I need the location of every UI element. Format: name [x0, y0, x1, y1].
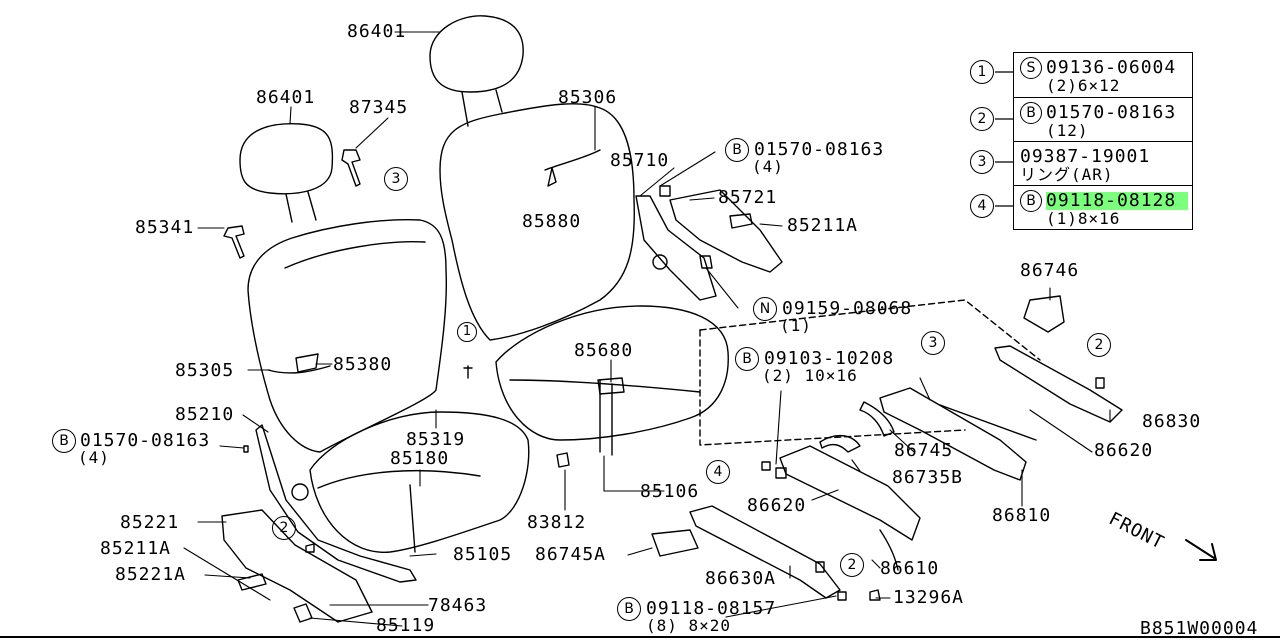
callout-prefix-circle: B — [52, 429, 76, 453]
part-85221: 85221 — [120, 512, 180, 533]
right-seat-back-drawing — [439, 103, 635, 341]
part-85210: 85210 — [175, 404, 235, 425]
part-86746: 86746 — [1020, 260, 1080, 281]
rail-subassembly-drawing — [699, 295, 1123, 481]
part-86745: 86745 — [894, 440, 954, 461]
right-recliner-cover-drawing — [635, 189, 783, 301]
legend-spec: (12) — [1046, 121, 1089, 140]
part-87345: 87345 — [349, 97, 409, 118]
part-85105: 85105 — [453, 544, 513, 565]
fastener-legend: S 09136-06004 (2)6×12 B 01570-08163 (12)… — [1013, 52, 1193, 230]
part-86810: 86810 — [992, 505, 1052, 526]
part-85306: 85306 — [558, 87, 618, 108]
callout-spec: (8) 8×20 — [646, 616, 732, 635]
front-arrow-drawing — [1185, 539, 1217, 561]
callout-part: 01570-08163 — [80, 430, 211, 451]
legend-row-2: B 01570-08163 (12) — [1014, 97, 1192, 142]
left-headrest-drawing — [239, 123, 334, 223]
right-seat-cushion-drawing — [495, 305, 729, 456]
legend-part: 01570-08163 — [1046, 102, 1177, 123]
callout-spec: (2) 10×16 — [762, 366, 858, 385]
part-85680: 85680 — [574, 340, 634, 361]
legend-number-2: 2 — [970, 107, 994, 131]
part-85721: 85721 — [718, 187, 778, 208]
marker-1-mid: 1 — [457, 322, 477, 342]
legend-number-1: 1 — [970, 60, 994, 84]
part-83812: 83812 — [527, 512, 587, 533]
part-86620-center: 86620 — [747, 495, 807, 516]
legend-prefix-circle: S — [1020, 57, 1042, 79]
legend-spec: リング(AR) — [1020, 165, 1114, 184]
marker-2-right: 2 — [1087, 333, 1111, 357]
legend-number-3: 3 — [970, 150, 994, 174]
part-85180: 85180 — [390, 448, 450, 469]
legend-part: 09136-06004 — [1046, 57, 1177, 78]
diagram-id: B851W00004 — [1140, 618, 1259, 639]
part-85305: 85305 — [175, 360, 235, 381]
part-78463: 78463 — [428, 595, 488, 616]
part-85319: 85319 — [406, 429, 466, 450]
left-seat-cushion-drawing — [309, 411, 530, 553]
part-85211a-top: 85211A — [787, 215, 859, 236]
part-86401-headrest-right: 86401 — [347, 21, 407, 42]
left-recliner-drawing — [221, 424, 417, 623]
callout-part: 09118-08157 — [646, 598, 777, 619]
part-86830: 86830 — [1142, 411, 1202, 432]
callout-prefix-circle: B — [617, 597, 641, 621]
callout-spec: (4) — [752, 157, 784, 176]
legend-prefix-circle: B — [1020, 190, 1042, 212]
marker-3-top: 3 — [384, 167, 408, 191]
part-86401-headrest-left: 86401 — [256, 87, 316, 108]
legend-part: 09387-19001 — [1020, 146, 1151, 167]
left-seat-back-drawing — [247, 219, 448, 453]
leader-lines — [183, 31, 1111, 627]
callout-part: 01570-08163 — [754, 139, 885, 160]
marker-3-right: 3 — [921, 331, 945, 355]
part-85119: 85119 — [376, 615, 436, 636]
part-86630a: 86630A — [705, 568, 777, 589]
marker-2-left: 2 — [272, 516, 296, 540]
marker-4-mid: 4 — [706, 460, 730, 484]
marker-2-bottom: 2 — [840, 553, 864, 577]
part-85106: 85106 — [640, 481, 700, 502]
part-85221a: 85221A — [115, 564, 187, 585]
right-headrest-drawing — [429, 15, 524, 127]
callout-prefix-circle: N — [753, 297, 777, 321]
legend-prefix-circle: B — [1020, 102, 1042, 124]
callout-spec: (1) — [780, 316, 812, 335]
callout-spec: (4) — [78, 448, 110, 467]
legend-row-3: 09387-19001 リング(AR) — [1014, 141, 1192, 186]
part-86610: 86610 — [880, 558, 940, 579]
lower-rail-drawing — [651, 435, 921, 599]
callout-part: 09103-10208 — [764, 348, 895, 369]
part-86745a: 86745A — [535, 544, 607, 565]
part-86735b: 86735B — [892, 467, 964, 488]
part-86620-right: 86620 — [1094, 440, 1154, 461]
part-13296a: 13296A — [893, 587, 965, 608]
legend-spec: (1)8×16 — [1046, 209, 1121, 228]
callout-prefix-circle: B — [735, 347, 759, 371]
fastener-drawings — [223, 149, 1105, 623]
legend-number-4: 4 — [970, 194, 994, 218]
legend-part-highlighted: 09118-08128 — [1046, 192, 1189, 210]
part-85211a-bottom: 85211A — [100, 538, 172, 559]
callout-part: 09159-08068 — [782, 298, 913, 319]
callout-prefix-circle: B — [725, 138, 749, 162]
legend-row-1: S 09136-06004 (2)6×12 — [1014, 53, 1192, 97]
part-85880: 85880 — [522, 211, 582, 232]
legend-row-4: B 09118-08128 (1)8×16 — [1014, 185, 1192, 230]
part-85710: 85710 — [610, 150, 670, 171]
part-85380: 85380 — [333, 354, 393, 375]
legend-spec: (2)6×12 — [1046, 76, 1121, 95]
part-85341: 85341 — [135, 217, 195, 238]
